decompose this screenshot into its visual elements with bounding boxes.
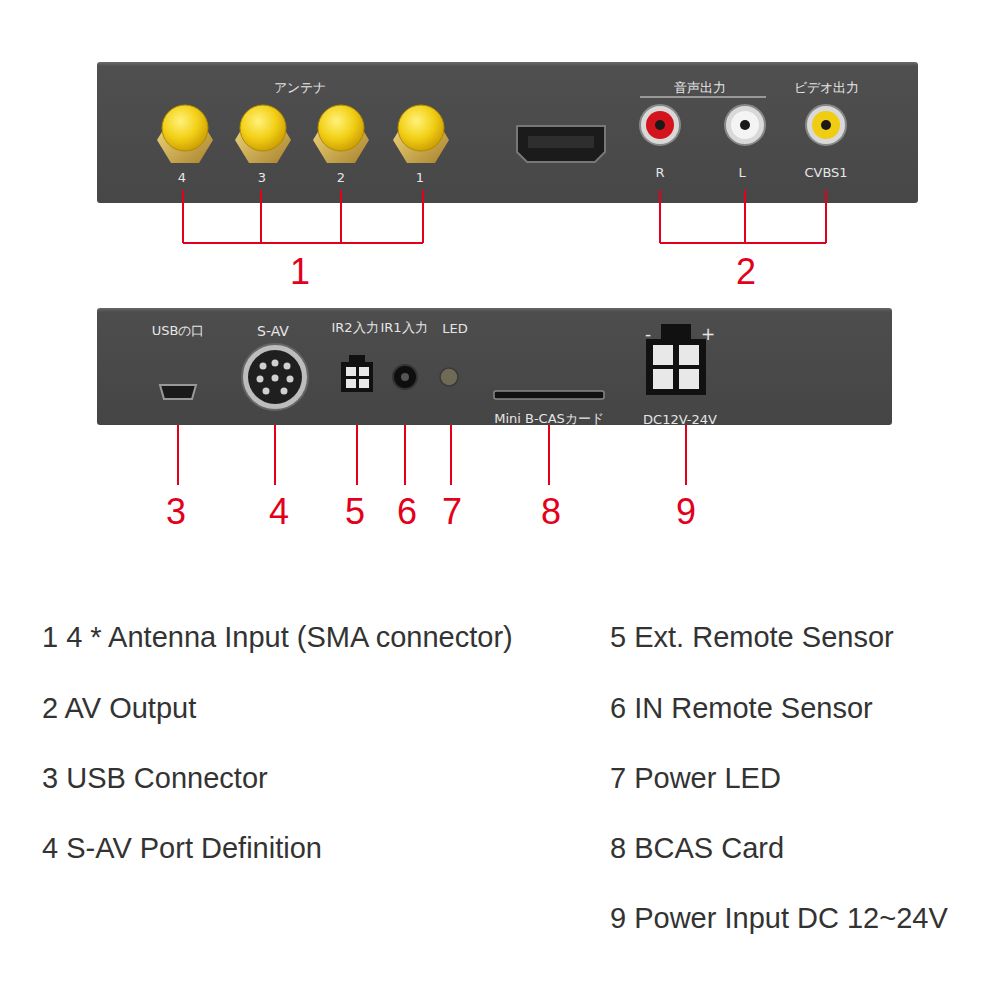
- port-label: USBの口: [152, 322, 205, 340]
- usb-port: [160, 385, 196, 399]
- legend-item-text: 9 Power Input DC 12~24V: [610, 902, 948, 935]
- callout-number: 2: [736, 251, 756, 293]
- legend-item-text: 4 S-AV Port Definition: [42, 832, 322, 865]
- callout-number: 7: [442, 491, 462, 533]
- power-led: [440, 368, 458, 386]
- device-panel: アンテナ 4 3 2 1 音声出力 ビデオ出力 R L CVBS1: [97, 62, 918, 203]
- callout-number: 6: [397, 491, 417, 533]
- port-label: IR2入力: [331, 319, 378, 337]
- s-av-port: [242, 344, 308, 410]
- legend-item-text: 2 AV Output: [42, 692, 196, 725]
- hdmi-port: [517, 126, 605, 162]
- port-label: ビデオ出力: [794, 79, 859, 97]
- legend-item-text: 1 4 * Antenna Input (SMA connector): [42, 621, 513, 654]
- port-label: R: [655, 165, 664, 180]
- port-label: DC12V-24V: [643, 412, 717, 427]
- port-label: 4: [178, 170, 186, 185]
- port-label: 音声出力: [674, 79, 726, 97]
- callout-number: 1: [290, 251, 310, 293]
- port-label: L: [738, 165, 745, 180]
- legend-item-text: 3 USB Connector: [42, 762, 268, 795]
- underline: [640, 97, 766, 98]
- device-panel: USBの口S-AVIR2入力IR1入力LEDMini B-CASカード-+DC1…: [97, 308, 892, 425]
- callout-number: 3: [166, 491, 186, 533]
- legend-item-text: 8 BCAS Card: [610, 832, 784, 865]
- port-label: IR1入力: [380, 319, 427, 337]
- port-label: アンテナ: [274, 79, 326, 97]
- port-label: 3: [258, 170, 266, 185]
- port-label: 1: [416, 170, 424, 185]
- rca-jack: [640, 105, 846, 145]
- legend-item-text: 6 IN Remote Sensor: [610, 692, 873, 725]
- port-label: CVBS1: [804, 165, 847, 180]
- callout-number: 9: [676, 491, 696, 533]
- callout-number: 4: [269, 491, 289, 533]
- callout-number: 8: [541, 491, 561, 533]
- legend-item-text: 7 Power LED: [610, 762, 781, 795]
- ir1-jack: [393, 365, 417, 389]
- callout-number: 5: [345, 491, 365, 533]
- port-label: LED: [442, 321, 467, 336]
- port-label: S-AV: [257, 323, 289, 339]
- card-slot: [494, 391, 604, 399]
- legend-item-text: 5 Ext. Remote Sensor: [610, 621, 894, 654]
- port-label: 2: [337, 170, 345, 185]
